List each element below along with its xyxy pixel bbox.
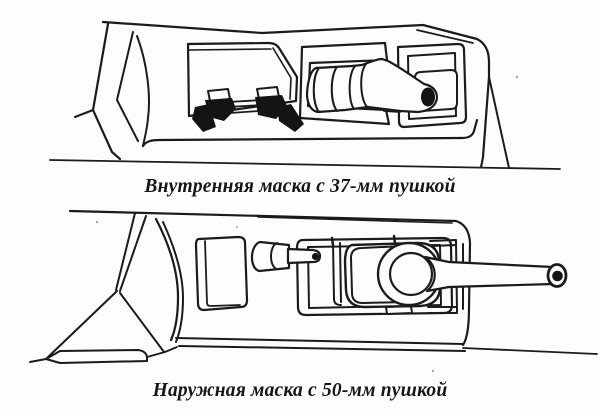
coaxial-mg-mount [250,240,322,273]
left-side-face-inner [116,31,139,142]
periscope-prism [192,104,216,132]
gun-muzzle-37mm [421,87,435,107]
slide-plate-edges [332,242,342,306]
periscope-body [205,98,236,121]
gun-barrel-50mm [423,255,555,293]
frame-top-ticks [330,234,397,247]
front-plate-curve-outer [154,217,180,342]
mg-barrel-stub [286,247,322,265]
periscope-device-right [255,86,304,132]
front-plate-curve-inner [162,221,184,343]
fender-step [45,349,148,364]
mantlet-ring-arcs [312,63,368,113]
left-side-face-outer [73,22,122,161]
vision-port-inner-line [204,240,241,307]
drawing-internal-mask-37mm [49,20,561,170]
hull-top-edge-inner [416,29,474,44]
ground-line-right [462,347,598,355]
muzzle-bore-50mm [552,270,563,282]
hull-top-edge [101,20,479,41]
mg-cylinder-ring [270,242,278,270]
drawing-external-mask-50mm [29,209,598,364]
mask-collar [388,251,434,297]
caption-internal-mask: Внутренняя маска с 37-мм пушкой [144,176,456,197]
hull-bottom-edges [175,337,466,352]
gun-mask-frame [298,41,391,126]
left-side-wedge [115,212,147,292]
mantlet-37mm [305,57,439,114]
mg-muzzle-bore [311,252,320,261]
fender-connector [146,346,178,358]
hull-right-edge [475,37,491,169]
periscope-device-left [192,88,236,132]
visor-opening-inner-lines [188,47,292,100]
hull-right-diagonal [488,76,510,169]
glacis-slope-right [119,292,165,353]
vision-port [194,235,249,312]
caption-external-mask: Наружная маска с 50-мм пушкой [152,380,448,401]
front-plate-bottom-edge [141,118,479,148]
front-plate-left-curve [136,35,150,147]
roof-edge-inner [257,216,453,224]
roof-edge [68,209,458,223]
ground-line [49,159,561,170]
scan-specks [95,75,519,373]
periscope-prism [277,104,304,132]
